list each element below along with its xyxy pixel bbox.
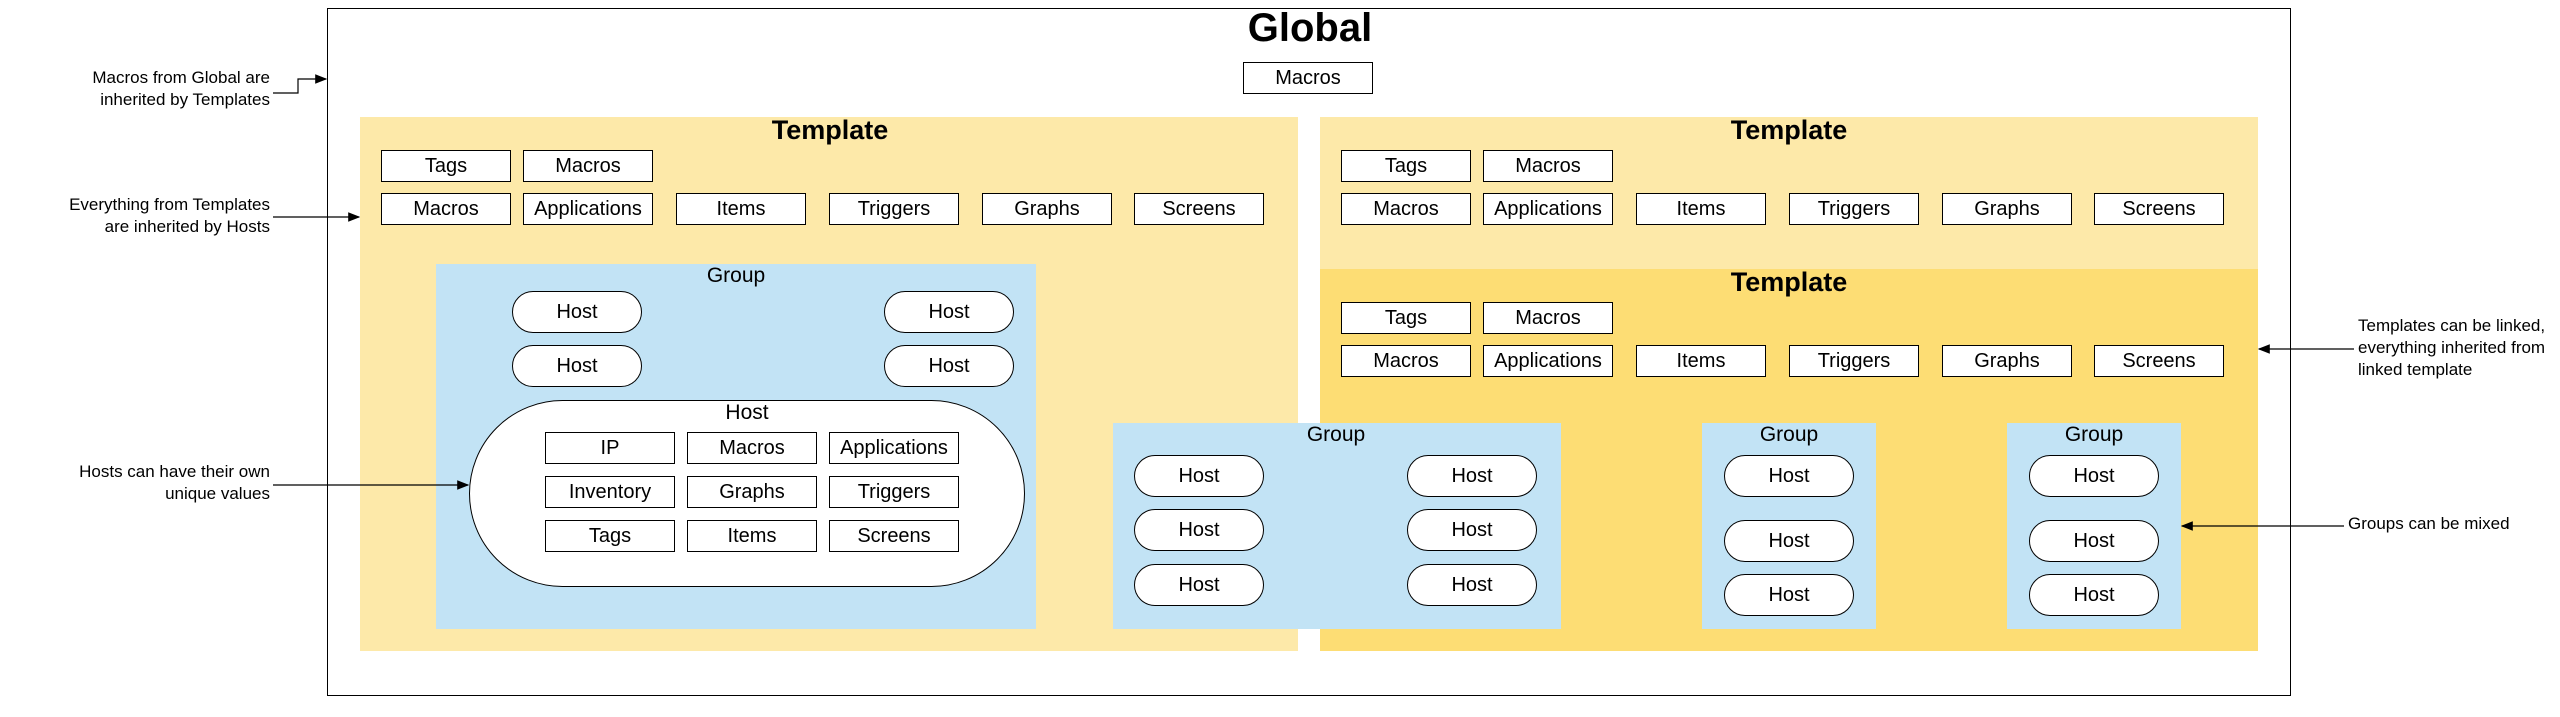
group-middle-host-3: Host <box>1134 509 1264 551</box>
note-templates-linked-line-3: linked template <box>2358 360 2473 379</box>
group-right-a-host-1: Host <box>1724 455 1854 497</box>
host-value-screens: Screens <box>829 520 959 552</box>
group-left-host-3: Host <box>512 345 642 387</box>
template-left-item-graphs: Graphs <box>982 193 1112 225</box>
arrow-global-inherit <box>273 74 328 94</box>
note-global-inherit-line-1: Macros from Global are <box>92 68 270 87</box>
group-right-a-host-3: Host <box>1724 574 1854 616</box>
template-right-tags: Tags <box>1341 150 1471 182</box>
note-global-inherit: Macros from Global are inherited by Temp… <box>30 67 270 111</box>
group-right-a-title: Group <box>1759 423 1819 446</box>
host-value-graphs: Graphs <box>687 476 817 508</box>
note-templates-linked: Templates can be linked, everything inhe… <box>2358 315 2558 381</box>
group-middle-host-5: Host <box>1134 564 1264 606</box>
global-macros-box: Macros <box>1243 62 1373 94</box>
note-global-inherit-line-2: inherited by Templates <box>100 90 270 109</box>
group-left-host-2: Host <box>884 291 1014 333</box>
group-right-b-title: Group <box>2064 423 2124 446</box>
template-right-item-items: Items <box>1636 193 1766 225</box>
host-value-applications: Applications <box>829 432 959 464</box>
template-right-macros: Macros <box>1483 150 1613 182</box>
template-linked-item-items: Items <box>1636 345 1766 377</box>
template-left-tags: Tags <box>381 150 511 182</box>
template-linked-macros: Macros <box>1483 302 1613 334</box>
note-templates-inherit-line-2: are inherited by Hosts <box>104 217 270 236</box>
group-right-b-host-1: Host <box>2029 455 2159 497</box>
note-groups-mixed: Groups can be mixed <box>2348 514 2510 533</box>
template-left-title: Template <box>771 115 889 145</box>
template-left-item-triggers: Triggers <box>829 193 959 225</box>
host-value-items: Items <box>687 520 817 552</box>
group-middle-host-2: Host <box>1407 455 1537 497</box>
template-linked-title: Template <box>1730 267 1848 297</box>
template-linked-item-triggers: Triggers <box>1789 345 1919 377</box>
template-linked-tags: Tags <box>1341 302 1471 334</box>
note-hosts-unique-line-1: Hosts can have their own <box>79 462 270 481</box>
template-left-item-screens: Screens <box>1134 193 1264 225</box>
host-value-inventory: Inventory <box>545 476 675 508</box>
group-left-host-4: Host <box>884 345 1014 387</box>
template-left-macros: Macros <box>523 150 653 182</box>
template-right-title: Template <box>1730 115 1848 145</box>
template-left-item-applications: Applications <box>523 193 653 225</box>
group-right-a-host-2: Host <box>1724 520 1854 562</box>
host-value-triggers: Triggers <box>829 476 959 508</box>
note-hosts-unique-line-2: unique values <box>165 484 270 503</box>
template-right-item-triggers: Triggers <box>1789 193 1919 225</box>
note-templates-inherit: Everything from Templates are inherited … <box>30 194 270 238</box>
template-left-item-macros: Macros <box>381 193 511 225</box>
group-middle-host-4: Host <box>1407 509 1537 551</box>
template-right-item-applications: Applications <box>1483 193 1613 225</box>
note-hosts-unique: Hosts can have their own unique values <box>30 461 270 505</box>
note-templates-linked-line-2: everything inherited from <box>2358 338 2546 357</box>
note-templates-linked-line-1: Templates can be linked, <box>2358 316 2546 335</box>
group-right-b-host-3: Host <box>2029 574 2159 616</box>
template-linked-item-screens: Screens <box>2094 345 2224 377</box>
template-right-item-screens: Screens <box>2094 193 2224 225</box>
group-middle-title: Group <box>1306 423 1366 446</box>
host-value-macros: Macros <box>687 432 817 464</box>
template-right-item-macros: Macros <box>1341 193 1471 225</box>
host-value-tags: Tags <box>545 520 675 552</box>
template-left-item-items: Items <box>676 193 806 225</box>
host-value-ip: IP <box>545 432 675 464</box>
group-left-host-1: Host <box>512 291 642 333</box>
template-linked-item-macros: Macros <box>1341 345 1471 377</box>
template-linked-item-applications: Applications <box>1483 345 1613 377</box>
global-title: Global <box>1247 6 1373 50</box>
group-left-title: Group <box>706 264 766 287</box>
group-middle-host-6: Host <box>1407 564 1537 606</box>
host-with-values-title: Host <box>725 401 769 424</box>
note-templates-inherit-line-1: Everything from Templates <box>69 195 270 214</box>
template-right-item-graphs: Graphs <box>1942 193 2072 225</box>
group-right-b-host-2: Host <box>2029 520 2159 562</box>
template-linked-item-graphs: Graphs <box>1942 345 2072 377</box>
group-middle-host-1: Host <box>1134 455 1264 497</box>
